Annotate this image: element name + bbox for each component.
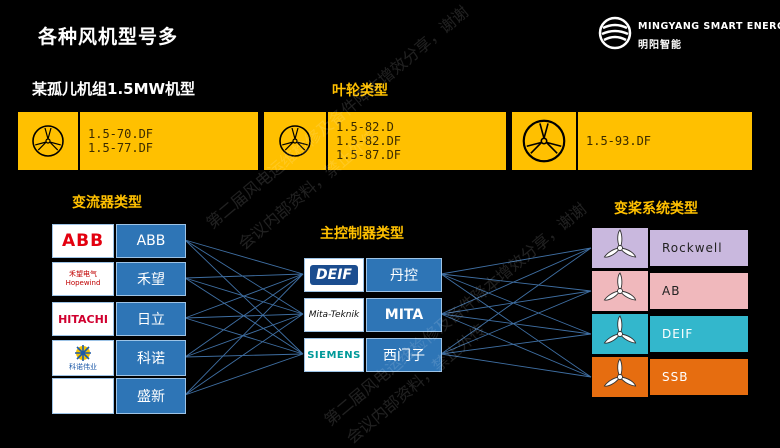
rotor-cell-3 [512,112,578,170]
connection-line [184,239,304,355]
connection-line [440,290,592,355]
rotor-models-2: 1.5-82.D 1.5-82.DF 1.5-87.DF [328,112,401,170]
connection-line [440,247,592,315]
rotor-model: 1.5-93.DF [586,134,652,148]
converter-logo-hitachi: HITACHI [52,302,114,336]
converter-logo-hopewind: 禾望电气 Hopewind [52,262,114,296]
converter-item-abb: ABB [116,224,186,258]
mita-logo-text: Mita-Teknik [308,310,360,320]
controller-label: 丹控 [390,268,418,284]
pitch-rotor-icon [603,358,638,389]
connection-line [440,333,592,355]
page-title: 各种风机型号多 [38,26,179,48]
rotor-model: 1.5-82.DF [336,134,402,148]
brand-logo: MINGYANG SMART ENERGY 明阳智能 [598,16,780,51]
connection-line [184,317,304,355]
siemens-logo-text: SIEMENS [307,349,361,361]
pitch-label: SSB [650,359,748,395]
pitch-label: Rockwell [650,230,748,266]
pitch-rotor-icon [603,229,638,260]
converter-label: 科诺 [137,351,165,367]
connection-line [184,273,304,396]
pitch-item-ssb: SSB [592,357,748,397]
controller-logo-deif: DEIF [304,258,364,292]
rotor-cell-2 [264,112,328,170]
pitch-heading: 变桨系统类型 [614,201,698,217]
converter-logo-shengxin [52,378,114,414]
connection-line [184,313,304,396]
pitch-rotor-cell [592,357,648,397]
pitch-item-deif: DEIF [592,314,748,354]
mingyang-logo-icon [598,16,632,50]
kenuo-logo-icon [75,345,91,361]
converter-item-hopewind: 禾望 [116,262,186,296]
pitch-label: DEIF [650,316,748,352]
hitachi-logo-text: HITACHI [58,312,108,326]
converter-label: 禾望 [137,272,165,288]
connection-line [440,247,592,275]
connection-lines [184,239,592,396]
kenuo-logo-text: 科诺伟业 [69,363,97,371]
controller-label: MITA [384,307,424,323]
unit-heading: 某孤儿机组1.5MW机型 [32,80,196,98]
converter-label: 日立 [137,312,165,328]
connection-line [440,353,592,378]
converter-logo-abb: ABB [52,224,114,258]
abb-logo-text: ABB [61,231,105,251]
connection-line [440,290,592,315]
controller-item-siemens: 西门子 [366,338,442,372]
converter-label: ABB [136,233,166,249]
controller-label: 西门子 [383,348,425,364]
controller-item-mita: MITA [366,298,442,332]
rotor-type-1: 1.5-70.DF 1.5-77.DF [18,112,258,170]
connection-line [184,239,304,315]
rotor-heading: 叶轮类型 [332,83,388,99]
connection-line [184,239,304,275]
pitch-rotor-cell [592,314,648,354]
pitch-rotor-icon [603,315,638,346]
connection-line [184,353,304,358]
connection-line [184,313,304,358]
rotor-model: 1.5-70.DF [88,127,154,141]
rotor-cell-1 [18,112,80,170]
pitch-rotor-icon [603,272,638,303]
rotor-type-2: 1.5-82.D 1.5-82.DF 1.5-87.DF [264,112,506,170]
converter-logo-kenuo: 科诺伟业 [52,340,114,376]
converter-item-hitachi: 日立 [116,302,186,336]
brand-name-en: MINGYANG SMART ENERGY [638,21,780,32]
connection-line [440,273,592,292]
pitch-rotor-cell [592,228,648,268]
rotor-model: 1.5-87.DF [336,148,402,162]
connection-line [440,247,592,355]
brand-name-cn: 明阳智能 [638,40,682,51]
connection-line [184,273,304,319]
controller-item-deif: 丹控 [366,258,442,292]
converter-label: 盛新 [137,389,165,405]
converter-heading: 变流器类型 [72,195,142,211]
rotor-model: 1.5-82.D [336,120,394,134]
pitch-item-rockwell: Rockwell [592,228,748,268]
connection-line [440,273,592,378]
connection-line [184,273,304,358]
rotor-type-3: 1.5-93.DF [512,112,752,170]
connection-line [440,273,592,335]
connection-line [184,353,304,396]
controller-heading: 主控制器类型 [320,226,404,242]
rotor-model: 1.5-77.DF [88,141,154,155]
deif-logo-text: DEIF [310,265,358,285]
rotor-models-1: 1.5-70.DF 1.5-77.DF [80,112,153,170]
controller-logo-siemens: SIEMENS [304,338,364,372]
hopewind-logo-text: 禾望电气 Hopewind [65,270,101,287]
converter-item-shengxin: 盛新 [116,378,186,414]
pitch-label: AB [650,273,748,309]
connection-line [440,313,592,335]
controller-logo-mita: Mita-Teknik [304,298,364,332]
pitch-rotor-cell [592,271,648,311]
connection-line [184,273,304,279]
connection-line [440,313,592,378]
converter-item-kenuo: 科诺 [116,340,186,376]
rotor-models-3: 1.5-93.DF [578,112,651,170]
pitch-item-ab: AB [592,271,748,311]
